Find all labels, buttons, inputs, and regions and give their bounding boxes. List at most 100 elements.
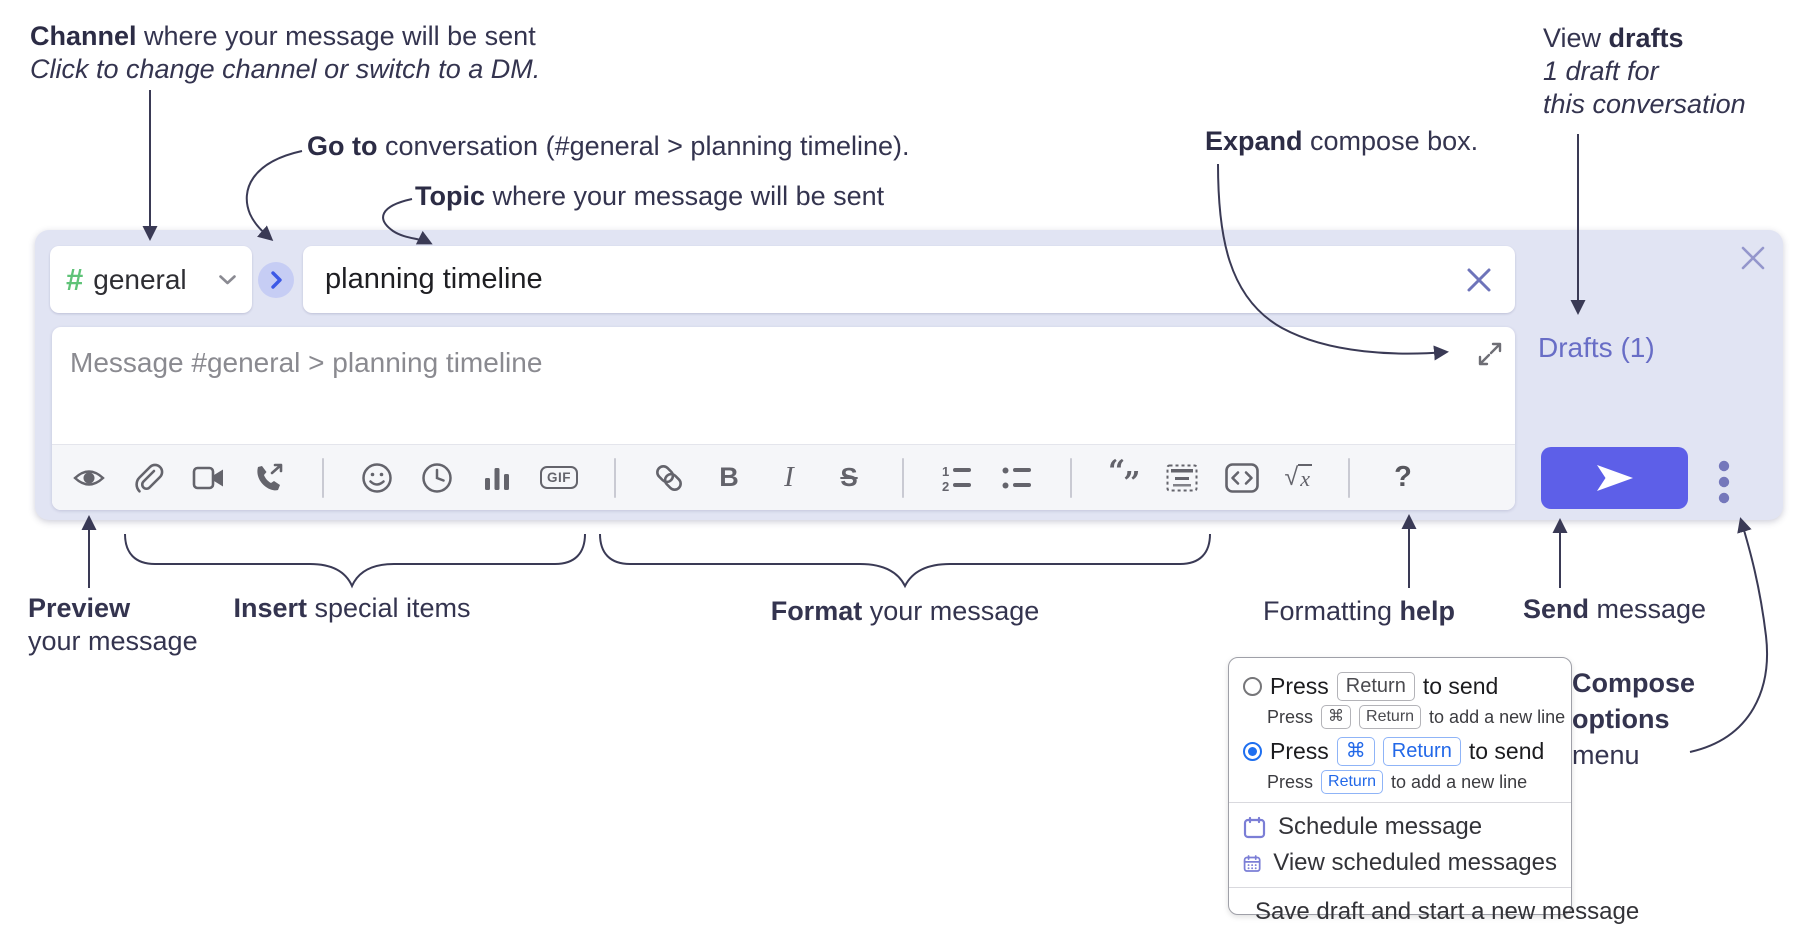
return-keycap: Return [1321, 770, 1384, 794]
insert-label-bold: Insert [233, 593, 307, 623]
cmd-keycap: ⌘ [1321, 705, 1352, 729]
radio-unselected[interactable] [1243, 677, 1262, 696]
italic-glyph: I [784, 461, 794, 493]
preview-label: Preview your message [28, 592, 198, 658]
emoji-icon[interactable] [360, 461, 394, 495]
sqrt-glyph: √ [1284, 463, 1299, 491]
message-compose-panel: Message #general > planning timeline [52, 327, 1515, 510]
view-drafts-pre: View [1543, 23, 1609, 53]
gif-icon[interactable]: GIF [540, 461, 578, 495]
option-suffix: to send [1468, 738, 1545, 764]
chevron-down-icon [219, 274, 236, 284]
compose-options-label: Compose options menu [1572, 665, 1695, 773]
vertical-ellipsis-icon [1718, 460, 1730, 504]
menu-item-label: Save draft and start a new message [1255, 898, 1640, 925]
compose-options-line3: menu [1572, 740, 1640, 770]
compose-options-bold1: Compose [1572, 668, 1696, 698]
compose-options-menu-button[interactable] [1712, 459, 1736, 505]
topic-input-value: planning timeline [325, 263, 543, 295]
poll-bar-chart-icon[interactable] [480, 461, 514, 495]
channel-annotation-bold: Channel [30, 21, 137, 51]
math-icon[interactable]: √x [1285, 461, 1313, 495]
toolbar-divider [902, 457, 904, 498]
channel-annotation-subtext: Click to change channel or switch to a D… [30, 54, 541, 84]
strikethrough-glyph: S [840, 462, 858, 492]
channel-selector[interactable]: # general [50, 246, 252, 313]
send-button[interactable] [1541, 447, 1688, 509]
maximize-icon [1478, 342, 1502, 366]
formatting-help-pre: Formatting [1263, 596, 1400, 626]
bulleted-list-icon[interactable] [1000, 461, 1034, 495]
format-label-bold: Format [770, 596, 863, 626]
global-time-clock-icon[interactable] [420, 461, 454, 495]
menu-item-schedule-message[interactable]: Schedule message [1229, 809, 1571, 845]
sub-suffix: to add a new line [1391, 771, 1528, 792]
bold-icon[interactable]: B [712, 461, 746, 495]
send-options-popup: Press Return to send Press ⌘ Return to a… [1228, 657, 1639, 925]
video-call-icon[interactable] [192, 461, 226, 495]
radio-selected[interactable] [1243, 742, 1262, 761]
send-label-rest: message [1589, 594, 1707, 624]
expand-annotation-rest: compose box. [1302, 126, 1479, 156]
topic-input[interactable]: planning timeline [303, 246, 1515, 313]
sub-press: Press [1267, 771, 1314, 792]
close-compose-icon[interactable] [1736, 241, 1770, 275]
math-x-glyph: x [1298, 463, 1313, 491]
preview-eye-icon[interactable] [72, 461, 106, 495]
quote-close-glyph: ” [1123, 466, 1140, 501]
channel-name: general [93, 263, 187, 295]
cmd-keycap: ⌘ [1336, 737, 1375, 766]
goto-annotation: Go to conversation (#general > planning … [307, 130, 910, 163]
format-label: Format your message [771, 595, 1040, 628]
preview-label-bold: Preview [28, 593, 131, 623]
help-icon[interactable]: ? [1386, 461, 1420, 495]
channel-annotation-rest: where your message will be sent [136, 21, 536, 51]
popup-divider [1229, 802, 1571, 803]
view-drafts-line2: 1 draft for [1543, 56, 1659, 86]
topic-annotation: Topic where your message will be sent [415, 180, 884, 213]
drafts-link[interactable]: Drafts (1) [1538, 332, 1655, 363]
calendar-days-icon [1243, 854, 1261, 872]
svg-text:1: 1 [942, 464, 949, 479]
return-keycap: Return [1382, 737, 1461, 766]
send-message-label: Send message [1523, 593, 1706, 626]
attach-paperclip-icon[interactable] [132, 461, 166, 495]
toolbar-divider [1348, 457, 1351, 498]
clear-topic-icon[interactable] [1465, 266, 1493, 294]
go-to-conversation-button[interactable] [258, 262, 294, 298]
message-input[interactable]: Message #general > planning timeline [70, 347, 543, 378]
formatting-help-bold: help [1399, 596, 1456, 626]
channel-annotation: Channel where your message will be sent … [30, 20, 540, 86]
audio-call-icon[interactable] [252, 461, 286, 495]
send-option-return[interactable]: Press Return to send [1229, 672, 1571, 701]
italic-icon[interactable]: I [772, 461, 806, 495]
expand-compose-icon[interactable] [1477, 341, 1503, 367]
insert-label-rest: special items [306, 593, 471, 623]
formatting-help-label: Formatting help [1263, 595, 1455, 628]
return-keycap: Return [1359, 705, 1422, 729]
option-press: Press [1270, 673, 1329, 699]
code-icon[interactable] [1224, 461, 1259, 495]
send-label-bold: Send [1523, 594, 1590, 624]
sub-suffix: to add a new line [1429, 706, 1566, 727]
compose-options-bold2: options [1572, 704, 1670, 734]
view-drafts-line3: this conversation [1543, 89, 1746, 119]
channel-hash-icon: # [66, 261, 84, 297]
menu-item-view-scheduled[interactable]: View scheduled messages [1229, 845, 1571, 881]
menu-item-save-draft[interactable]: Save draft and start a new message [1229, 894, 1639, 930]
send-option-cmd-return-subtext: Press Return to add a new line [1267, 770, 1571, 794]
link-icon[interactable] [652, 461, 686, 495]
view-drafts-bold: drafts [1608, 23, 1684, 53]
strikethrough-icon[interactable]: S [832, 461, 866, 495]
expand-annotation-bold: Expand [1205, 126, 1303, 156]
popup-divider [1229, 887, 1571, 888]
option-suffix: to send [1422, 673, 1499, 699]
spoiler-icon[interactable] [1165, 461, 1199, 495]
quote-icon[interactable]: “” [1108, 454, 1141, 501]
send-option-cmd-return[interactable]: Press ⌘ Return to send [1229, 737, 1571, 766]
toolbar-divider [322, 457, 324, 498]
bold-glyph: B [719, 462, 739, 492]
